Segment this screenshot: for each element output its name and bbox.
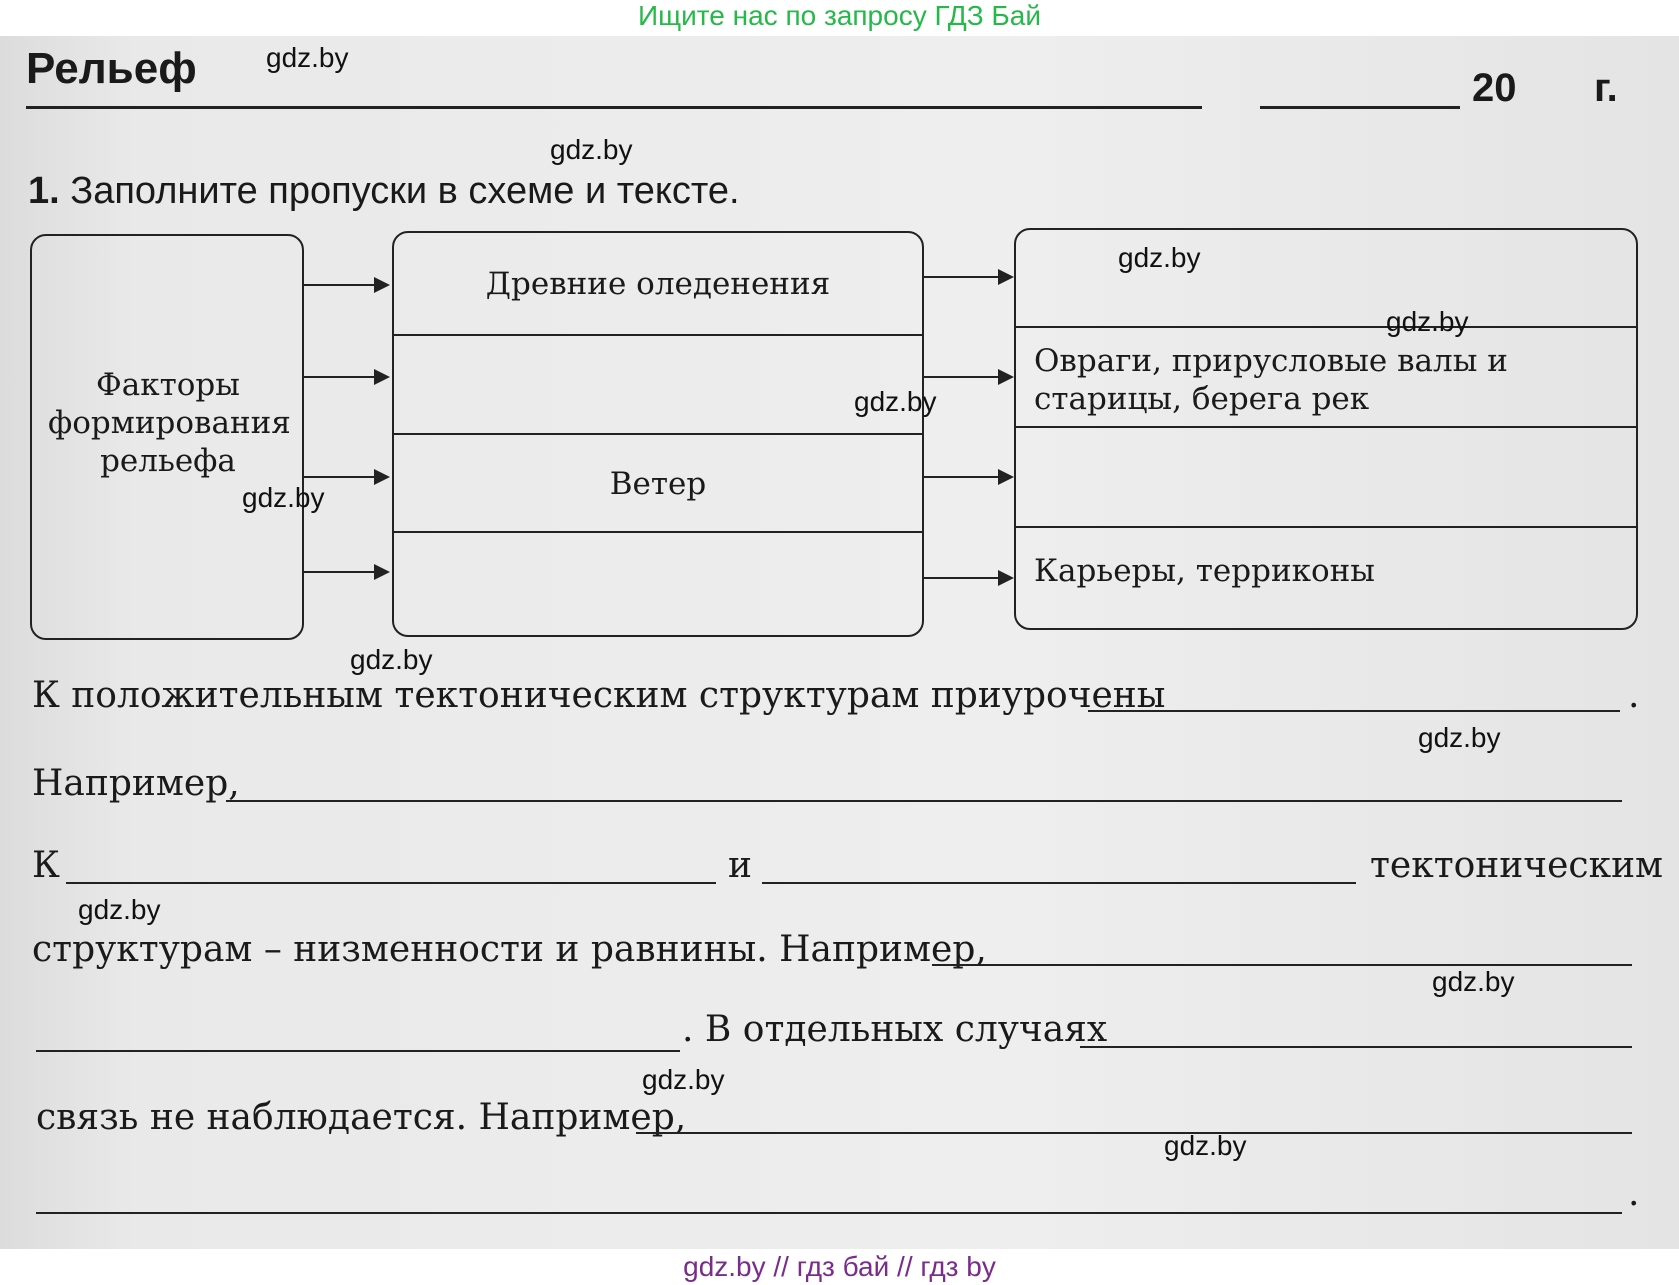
arrow-process-3 [922,469,1014,485]
task-number: 1. [28,170,60,212]
year-prefix: 20 [1472,66,1517,110]
answer-blank-4[interactable] [762,882,1356,884]
process-wind: Ветер [609,466,707,502]
watermark: gdz.by [642,1064,725,1095]
landforms-box: Овраги, прирусловые валы и старицы, бере… [1014,228,1638,630]
text-line-2: Например, [32,763,240,804]
answer-blank-2[interactable] [226,800,1622,802]
factors-box: Факторы формирования рельефа [30,234,304,640]
arrow-process-4 [922,570,1014,586]
watermark: gdz.by [266,42,349,73]
year-suffix: г. [1594,66,1618,110]
title-underline [26,106,1202,109]
answer-blank-5[interactable] [932,964,1632,966]
bottom-banner[interactable]: gdz.by // гдз бай // гдз by [0,1249,1679,1285]
task-heading: 1. Заполните пропуски в схеме и тексте. [28,170,740,213]
answer-blank-1[interactable] [1088,710,1620,712]
answer-blank-8[interactable] [636,1132,1632,1134]
text-line-3-mid: и [728,845,752,886]
text-line-3-start: К [32,845,60,886]
watermark: gdz.by [1118,242,1201,273]
watermark: gdz.by [78,894,161,925]
landform-divider [1016,326,1636,328]
answer-blank-9[interactable] [36,1212,1622,1214]
arrow-process-1 [922,269,1014,285]
text-line-3-end: тектоническим [1370,845,1664,886]
watermark: gdz.by [1418,722,1501,753]
arrow-process-2 [922,369,1014,385]
text-line-5: . В отдельных случаях [682,1009,1108,1050]
watermark: gdz.by [550,134,633,165]
arrow-factor-3 [302,469,390,485]
text-line-6: связь не наблюдается. Например, [36,1097,687,1138]
arrow-factor-1 [302,277,390,293]
landform-quarries: Карьеры, терриконы [1034,553,1375,589]
text-line-7-end: . [1628,1173,1640,1214]
watermark: gdz.by [1164,1130,1247,1161]
watermark: gdz.by [242,482,325,513]
arrow-factor-4 [302,564,390,580]
landform-divider [1016,426,1636,428]
text-line-4: структурам – низменности и равнины. Напр… [32,929,987,970]
watermark: gdz.by [854,386,937,417]
answer-blank-7[interactable] [1080,1046,1632,1048]
task-text: Заполните пропуски в схеме и тексте. [70,170,740,212]
landform-divider [1016,526,1636,528]
workbook-page [0,36,1679,1249]
processes-box: Древние оледенения Ветер [392,231,924,637]
process-divider [394,433,922,435]
watermark: gdz.by [1386,306,1469,337]
arrow-factor-2 [302,369,390,385]
text-line-1: К положительным тектоническим структурам… [32,675,1166,716]
process-divider [394,334,922,336]
year-blank [1260,106,1460,109]
process-ancient-glaciation: Древние оледенения [485,266,831,302]
landform-ravines: Овраги, прирусловые валы и старицы, бере… [1034,343,1508,417]
text-line-1-end: . [1628,675,1640,716]
watermark: gdz.by [350,644,433,675]
answer-blank-6[interactable] [36,1050,680,1052]
page-title: Рельеф [26,44,197,93]
factors-label: Факторы формирования рельефа [48,367,291,479]
watermark: gdz.by [1432,966,1515,997]
process-divider [394,531,922,533]
answer-blank-3[interactable] [66,882,716,884]
top-banner[interactable]: Ищите нас по запросу ГДЗ Бай [637,0,1042,31]
